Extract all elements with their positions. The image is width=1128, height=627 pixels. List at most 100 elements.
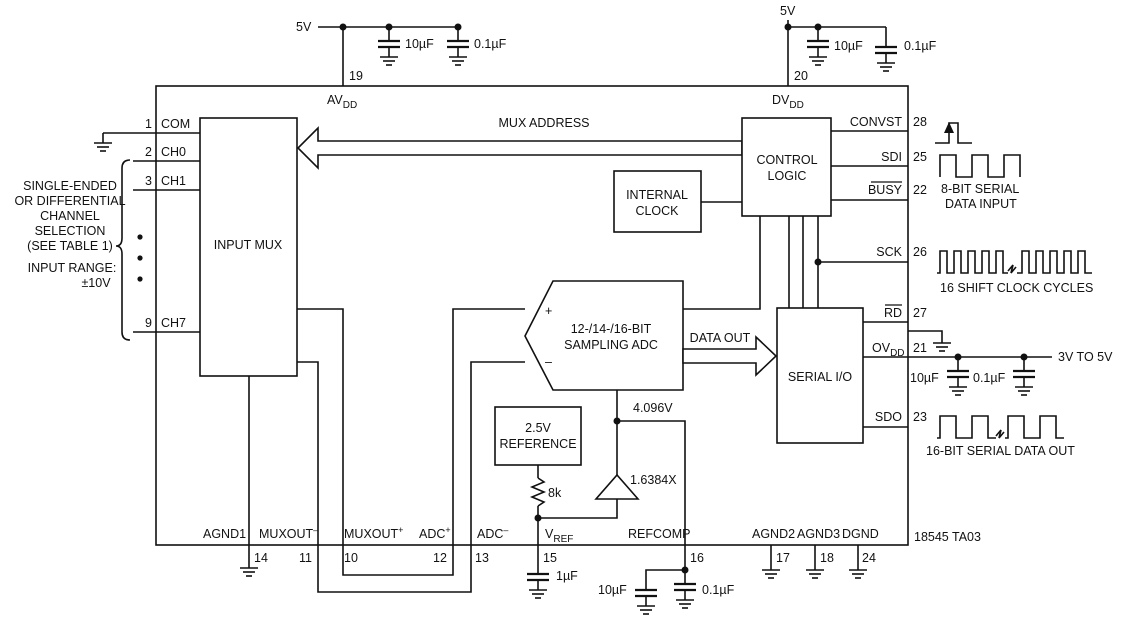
internal-clock-label-line1: INTERNAL <box>626 188 688 202</box>
pin-number-14: 14 <box>254 551 268 565</box>
serial-io-label: SERIAL I/O <box>788 370 852 384</box>
svg-text:SINGLE-ENDED: SINGLE-ENDED <box>23 179 117 193</box>
svg-text:INPUT RANGE:: INPUT RANGE: <box>28 261 117 275</box>
supply-label-top-left: 5V <box>296 20 312 34</box>
dvdd-0.1uf-label: 0.1µF <box>904 39 937 53</box>
pin-number-2: 2 <box>145 145 152 159</box>
muxout-plus-wire <box>297 308 525 576</box>
pin-number-23: 23 <box>913 410 927 424</box>
refcomp-10uf-label: 10µF <box>598 583 627 597</box>
control-logic-label-line2: LOGIC <box>768 169 807 183</box>
pin-label-adc-plus: ADC+ <box>419 525 451 541</box>
com-ground <box>93 132 200 152</box>
sdo-waveform <box>937 415 1064 439</box>
pin-label-ch0: CH0 <box>161 145 186 159</box>
ovdd-10uf-capacitor-symbol <box>945 355 971 397</box>
pin-label-muxout-plus: MUXOUT+ <box>344 525 403 541</box>
reference-label-line1: 2.5V <box>525 421 551 435</box>
mux-address-bus-arrow <box>296 126 743 170</box>
reference-resistor <box>529 465 547 522</box>
dvdd-0.1uf-capacitor-symbol <box>873 31 899 73</box>
pin-number-10: 10 <box>344 551 358 565</box>
pin-number-19: 19 <box>349 69 363 83</box>
input-mux-label: INPUT MUX <box>214 238 283 252</box>
adc-label-line2: SAMPLING ADC <box>564 338 658 352</box>
serial-io-block <box>776 307 864 444</box>
chip-outline <box>155 85 909 546</box>
buffer-gain-label: 1.6384X <box>630 473 677 487</box>
pin-label-agnd1: AGND1 <box>203 527 246 541</box>
adc-plus-input-label: + <box>545 304 552 318</box>
resistor-label: 8k <box>548 486 562 500</box>
pin-number-27: 27 <box>913 306 927 320</box>
ellipsis-dot <box>137 234 143 240</box>
pin-label-ovdd: OVDD <box>872 341 905 359</box>
vref-1uf-label: 1µF <box>556 569 578 583</box>
pin-number-13: 13 <box>475 551 489 565</box>
input-range-note: INPUT RANGE: ±10V <box>28 261 117 290</box>
pin-label-ch7: CH7 <box>161 316 186 330</box>
pin-label-refcomp: REFCOMP <box>628 527 691 541</box>
pin-number-25: 25 <box>913 150 927 164</box>
vref-capacitor: 1µF <box>525 545 578 600</box>
sdi-note-line2: DATA INPUT <box>945 197 1017 211</box>
pin-number-15: 15 <box>543 551 557 565</box>
pin-label-ch1: CH1 <box>161 174 186 188</box>
pin-label-convst: CONVST <box>850 115 902 129</box>
data-out-bus-arrow <box>682 335 778 377</box>
pin-label-dgnd: DGND <box>842 527 879 541</box>
pin-number-22: 22 <box>913 183 927 197</box>
avdd-10uf-capacitor-symbol <box>376 25 402 67</box>
pin-label-sdo: SDO <box>875 410 902 424</box>
supply-label-top-right: 5V <box>780 4 796 18</box>
sampling-adc-block <box>524 280 684 391</box>
sdi-waveform <box>939 154 1021 178</box>
dvdd-supply-network: 5V 10µF 0.1µF <box>780 4 937 86</box>
pin-number-20: 20 <box>794 69 808 83</box>
pin-number-12: 12 <box>433 551 447 565</box>
svg-text:±10V: ±10V <box>81 276 111 290</box>
avdd-0.1uf-capacitor-symbol <box>445 25 471 67</box>
pin-number-26: 26 <box>913 245 927 259</box>
muxout-minus-wire <box>297 361 525 593</box>
adc-minus-input-label: – <box>545 355 552 369</box>
pin-number-16: 16 <box>690 551 704 565</box>
pin-number-17: 17 <box>776 551 790 565</box>
pin-number-3: 3 <box>145 174 152 188</box>
pin-number-9: 9 <box>145 316 152 330</box>
pin-label-avdd: AVDD <box>327 93 357 111</box>
mux-address-label: MUX ADDRESS <box>499 116 590 130</box>
avdd-supply-network: 5V 10µF 0.1µF <box>296 20 507 86</box>
channel-selection-note: SINGLE-ENDED OR DIFFERENTIAL CHANNEL SEL… <box>14 179 125 253</box>
pin-number-21: 21 <box>913 341 927 355</box>
sck-waveform <box>937 250 1092 274</box>
pin-label-sdi: SDI <box>881 150 902 164</box>
sck-junction <box>814 258 822 266</box>
pin-label-sck: SCK <box>876 245 902 259</box>
internal-clock-block <box>613 170 702 233</box>
channel-bracket <box>115 159 131 341</box>
ovdd-supply-label: 3V TO 5V <box>1058 350 1113 364</box>
pin-number-28: 28 <box>913 115 927 129</box>
ellipsis-dot <box>137 276 143 282</box>
svg-text:(SEE TABLE 1): (SEE TABLE 1) <box>27 239 113 253</box>
svg-text:CHANNEL: CHANNEL <box>40 209 100 223</box>
control-logic-label-line1: CONTROL <box>756 153 817 167</box>
sdi-note-line1: 8-BIT SERIAL <box>941 182 1019 196</box>
convst-pulse-waveform <box>935 122 972 144</box>
dvdd-10uf-label: 10µF <box>834 39 863 53</box>
refcomp-capacitors: 10µF 0.1µF <box>598 545 735 616</box>
pin-label-vref: VREF <box>545 527 573 545</box>
data-out-label: DATA OUT <box>690 331 751 345</box>
pin-number-18: 18 <box>820 551 834 565</box>
sck-note: 16 SHIFT CLOCK CYCLES <box>940 281 1093 295</box>
refcomp-0.1uf-label: 0.1µF <box>702 583 735 597</box>
pin-label-agnd3: AGND3 <box>797 527 840 541</box>
reference-block <box>494 406 582 466</box>
ellipsis-dot <box>137 255 143 261</box>
ovdd-supply-network: 3V TO 5V 10µF 0.1µF <box>908 350 1113 397</box>
avdd-10uf-label: 10µF <box>405 37 434 51</box>
rd-ground <box>908 330 952 352</box>
svg-text:SELECTION: SELECTION <box>35 224 106 238</box>
ref-voltage-label: 4.096V <box>633 401 673 415</box>
